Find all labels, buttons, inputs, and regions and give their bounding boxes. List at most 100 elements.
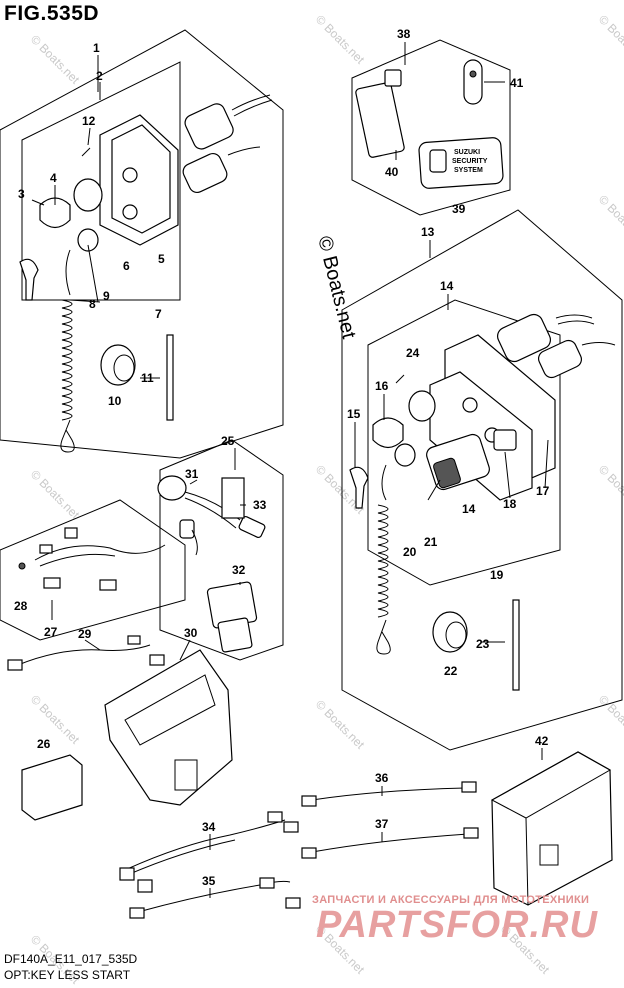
- switch-connector: [493, 429, 517, 451]
- part-number-34: 34: [202, 820, 216, 834]
- part-number-32: 32: [232, 563, 246, 577]
- wire: [227, 146, 261, 156]
- part-number-42: 42: [535, 734, 549, 748]
- wire: [17, 644, 151, 666]
- key: [19, 258, 39, 301]
- label-sheet: [221, 477, 245, 519]
- group-38-security-kit: SUZUKI SECURITY SYSTEM: [351, 39, 511, 216]
- watermark: © Boats.net: [28, 32, 83, 87]
- wire-connector: [119, 867, 135, 881]
- part-number-29: 29: [78, 627, 92, 641]
- screw: [81, 147, 91, 157]
- part-number-5: 5: [158, 252, 165, 266]
- brand-tagline: ЗАПЧАСТИ И АКСЕССУАРЫ ДЛЯ МОТОТЕХНИКИ: [312, 894, 590, 906]
- part-number-20: 20: [403, 545, 417, 559]
- wire-connector: [301, 847, 317, 859]
- security-label-line1: SUZUKI: [454, 149, 480, 156]
- part-number-23: 23: [476, 637, 490, 651]
- wire-35: [137, 880, 291, 913]
- lanyard-coil: [376, 504, 391, 655]
- brand-logo: PARTSFOR.RU: [316, 904, 598, 946]
- part-number-33: 33: [253, 498, 267, 512]
- group-27-outline: [0, 499, 186, 641]
- watermark-large: © Boats.net: [313, 234, 360, 341]
- part-number-25: 25: [221, 434, 235, 448]
- stop-switch: [182, 152, 228, 194]
- washer: [394, 443, 416, 467]
- part-number-40: 40: [385, 165, 399, 179]
- wires-and-ecu: [119, 748, 613, 919]
- part-number-15: 15: [347, 407, 361, 421]
- wire-harness-34: [124, 819, 286, 871]
- part-number-4: 4: [50, 171, 57, 185]
- part-number-7: 7: [155, 307, 162, 321]
- washer: [77, 228, 99, 252]
- part-number-3: 3: [18, 187, 25, 201]
- key-cap: [372, 417, 404, 449]
- part-number-13: 13: [421, 225, 435, 239]
- panel-hole: [122, 204, 138, 220]
- part-number-31: 31: [185, 467, 199, 481]
- wire-connector: [137, 879, 153, 893]
- wire-connector: [301, 795, 317, 807]
- panel-hole: [122, 167, 138, 183]
- group-25-harness: [0, 439, 284, 821]
- cable-tie: [166, 334, 174, 421]
- group-19-outline: [367, 299, 561, 586]
- part-number-17: 17: [536, 484, 550, 498]
- wire-connector: [283, 821, 299, 833]
- part-number-41: 41: [510, 76, 524, 90]
- part-number-14b: 14: [462, 502, 476, 516]
- wire-37: [311, 833, 469, 853]
- watermark: © Boats.net: [28, 467, 83, 522]
- watermark: © Boats.net: [313, 697, 368, 752]
- part-number-2: 2: [96, 69, 103, 83]
- screw: [395, 374, 405, 384]
- lock-nut: [73, 178, 103, 212]
- model-code: DF140A_E11_017_535D: [4, 952, 138, 966]
- relay-base: [217, 617, 253, 653]
- part-number-37: 37: [375, 817, 389, 831]
- watermark: © Boats.net: [596, 12, 624, 67]
- part-number-27: 27: [44, 625, 58, 639]
- group-13-outline: [341, 209, 623, 751]
- part-number-38: 38: [397, 27, 411, 41]
- stop-switch: [537, 339, 583, 379]
- part-number-35: 35: [202, 874, 216, 888]
- lock-nut: [408, 390, 436, 422]
- wire-connector: [127, 635, 141, 645]
- part-number-16: 16: [375, 379, 389, 393]
- lock-icon: [429, 149, 447, 173]
- group-13-switch-panel: [341, 209, 623, 751]
- fuse-holder: [21, 754, 83, 821]
- group-7-outline: [21, 61, 181, 301]
- security-label-line2: SECURITY: [452, 158, 488, 165]
- harness-connector: [238, 515, 266, 539]
- part-number-8: 8: [89, 297, 96, 311]
- part-number-9: 9: [103, 289, 110, 303]
- part-number-28: 28: [14, 599, 28, 613]
- ecu-module: [491, 751, 613, 906]
- receiver-module: [355, 82, 405, 158]
- mounting-bracket: [104, 649, 233, 806]
- wire-connector: [267, 811, 283, 823]
- wire-connector: [129, 907, 145, 919]
- wire-harness: [34, 544, 166, 567]
- remote-fob: [463, 59, 483, 105]
- lanyard: [65, 249, 71, 296]
- connector-cap: [157, 475, 187, 501]
- part-number-30: 30: [184, 626, 198, 640]
- wire-36: [311, 787, 466, 801]
- caption: OPT:KEY LESS START: [4, 968, 131, 982]
- group-1-switch-panel: [0, 29, 284, 459]
- wire-connector: [149, 654, 165, 666]
- wire-connector: [461, 781, 477, 793]
- part-number-1: 1: [93, 41, 100, 55]
- part-number-labels: 1 2 3 4 5 6 7 8 9 10 11 12 13 14 14 15 1…: [14, 27, 550, 888]
- wire: [231, 94, 273, 117]
- cable-tie: [512, 599, 520, 691]
- wire-connector: [259, 877, 275, 889]
- security-label-line3: SYSTEM: [454, 167, 483, 174]
- part-number-36: 36: [375, 771, 389, 785]
